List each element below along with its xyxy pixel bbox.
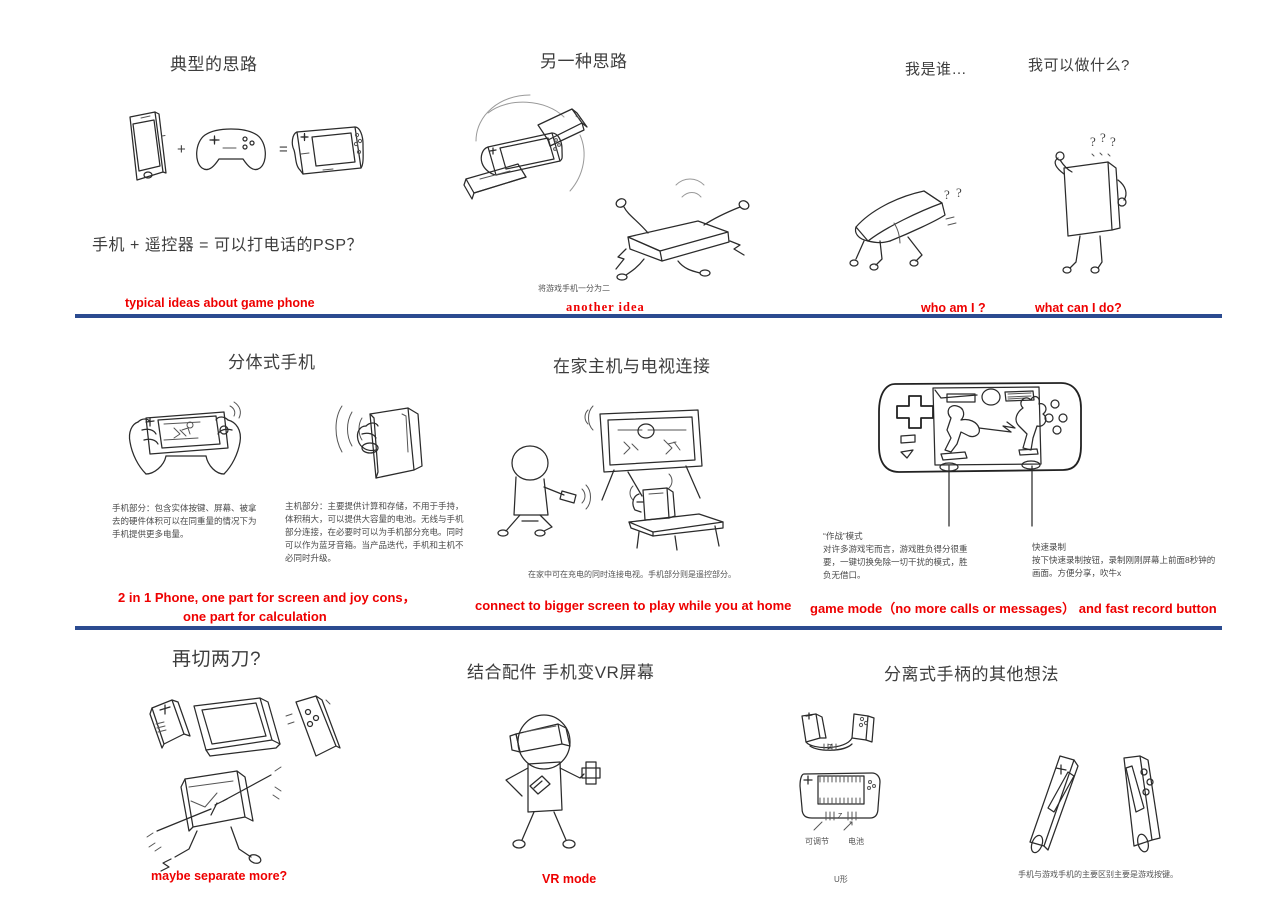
row2-panel3-callout-lines: [940, 465, 1080, 528]
row1-panel4-character-sketch: ? ? ?: [1040, 130, 1160, 275]
row2-panel1-caption-line1: 2 in 1 Phone, one part for screen and jo…: [118, 590, 416, 605]
row3-panel2-vr-person-sketch: [500, 700, 620, 855]
row2-panel2-caption: connect to bigger screen to play while y…: [475, 598, 792, 613]
row1-panel2-running-base-sketch: [608, 175, 768, 281]
row2-panel1-hands-handheld-sketch: [128, 400, 246, 480]
plus-sign: +: [177, 141, 186, 158]
row2-panel1-note-right: 主机部分：主要提供计算和存储，不用于手持，体积稍大，可以提供大容量的电池。无线与…: [285, 501, 464, 563]
row2-panel3-caption: game mode（no more calls or messages） and…: [810, 601, 1217, 616]
row2-panel3-note-left-title: “作战”模式: [823, 531, 863, 541]
svg-text:?: ?: [1100, 130, 1106, 145]
row3-panel1-split-joycon-sketch: [140, 690, 341, 770]
row2-panel3-note-right-body: 按下快速录制按钮，录制刚刚屏幕上前面8秒钟的画面。方便分享，吹牛x: [1032, 555, 1216, 578]
row3-panel1-heading: 再切两刀?: [172, 649, 262, 670]
row2-panel2-note: 在家中可在充电的同时连接电视。手机部分则是遥控部分。: [528, 570, 736, 579]
row3-panel3-joycon-sticks-sketch: [1020, 750, 1170, 860]
row1-panel1-sketch-group: + =: [105, 110, 365, 200]
row2-panel1-heading: 分体式手机: [228, 353, 316, 372]
row2-panel2-player-sketch: [497, 443, 608, 537]
handheld-console-sketch: [291, 126, 364, 175]
row1-panel3-character-sketch: ? ?: [849, 175, 980, 280]
svg-text:Z: Z: [838, 813, 843, 820]
svg-text:?: ?: [1110, 134, 1116, 149]
row2-panel2-tv-sketch: [580, 400, 710, 510]
row1-panel3-heading: 我是谁…: [905, 61, 968, 78]
row2-panel1-note-left: 手机部分：包含实体按键、屏幕、被拿去的硬件体积可以在同重量的情况下为手机提供更多…: [112, 503, 257, 539]
row1-panel2-caption: another idea: [566, 300, 645, 314]
row3-panel1-caption: maybe separate more?: [151, 869, 288, 883]
smartphone-sketch: [129, 111, 167, 181]
row1-panel1-heading: 典型的思路: [170, 55, 258, 74]
row3-panel3-grip-screen-sketch: Z: [799, 768, 882, 831]
row1-panel4-caption: what can I do?: [1035, 301, 1122, 315]
row3-panel3-u-grip-sketch: Z: [798, 712, 878, 754]
row1-panel4-heading: 我可以做什么?: [1028, 57, 1130, 74]
divider-row2: [75, 626, 1222, 630]
equals-sign: =: [279, 141, 288, 158]
row2-panel1-caption-line2: one part for calculation: [183, 609, 327, 624]
row1-panel2-heading: 另一种思路: [540, 52, 628, 71]
row3-panel3-label-battery: 电池: [848, 837, 864, 846]
gamepad-sketch: [196, 128, 266, 171]
row3-panel3-label-u-shape: U形: [834, 875, 848, 884]
divider-row1: [75, 314, 1222, 318]
svg-text:?: ?: [956, 185, 962, 200]
row3-panel1-console-swords-sketch: [145, 765, 325, 875]
svg-text:?: ?: [944, 187, 950, 202]
row2-panel1-base-hand-sketch: [322, 396, 432, 486]
row1-panel1-equation: 手机 + 遥控器 = 可以打电话的PSP？: [92, 237, 363, 254]
row2-panel3-note-right-title: 快速录制: [1032, 542, 1067, 552]
row1-panel3-caption: who am I ?: [921, 301, 986, 315]
row3-panel2-caption: VR mode: [542, 872, 597, 886]
row1-panel2-note: 将游戏手机一分为二: [538, 284, 610, 293]
row2-panel2-console-on-table-sketch: [625, 470, 735, 551]
row1-panel1-caption: typical ideas about game phone: [125, 296, 315, 310]
row2-panel2-heading: 在家主机与电视连接: [553, 357, 711, 376]
row3-panel3-note: 手机与游戏手机的主要区别主要是游戏按键。: [1018, 870, 1178, 879]
row3-panel2-heading: 结合配件 手机变VR屏幕: [467, 663, 655, 682]
row3-panel3-heading: 分离式手柄的其他想法: [884, 665, 1059, 684]
svg-text:?: ?: [1090, 134, 1096, 149]
row2-panel3-handheld-sketch: [873, 370, 1088, 490]
svg-text:Z: Z: [828, 744, 833, 751]
row1-panel2-split-sketch: [460, 94, 640, 225]
row3-panel3-label-adjustable: 可调节: [805, 837, 829, 846]
row2-panel3-note-left-body: 对许多游戏宅而言，游戏胜负得分很重要，一键切换免除一切干扰的模式，胜负无借口。: [823, 544, 968, 580]
